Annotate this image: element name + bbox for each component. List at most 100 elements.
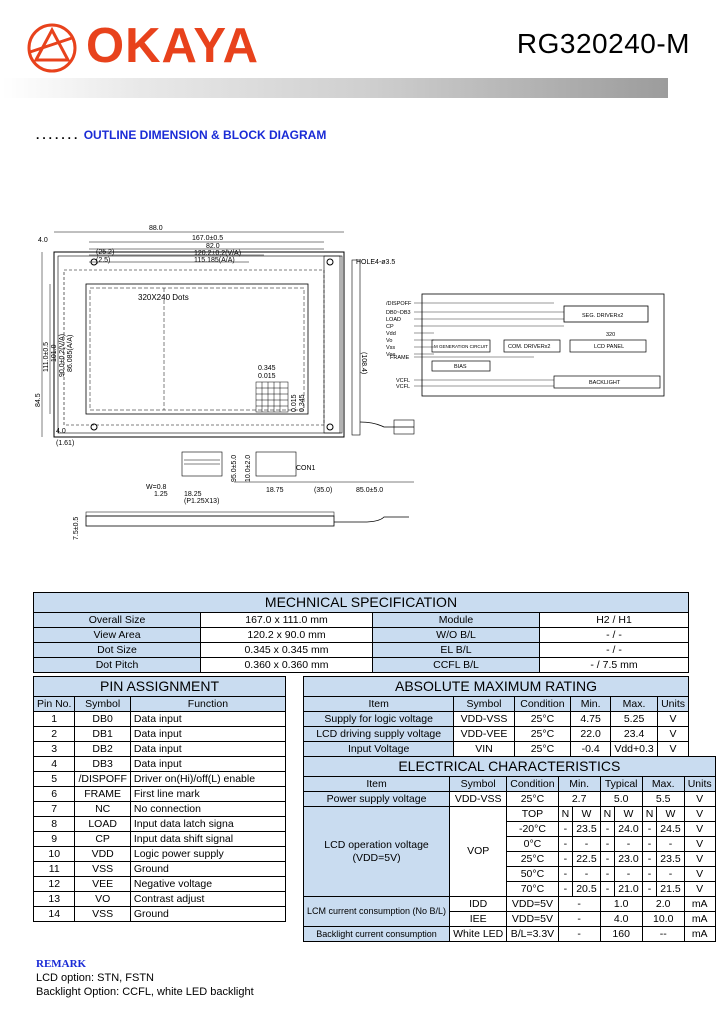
amr-cell: V <box>657 741 689 757</box>
remark-block: REMARK LCD option: STN, FSTN Backlight O… <box>36 957 254 999</box>
lcd-val: - <box>572 866 601 882</box>
dim-label: 115.185(A/A) <box>194 257 235 264</box>
amr-cell: 23.4 <box>610 726 659 742</box>
pin-symbol: VSS <box>74 861 131 877</box>
dim-label: 85.0±5.0 <box>356 487 383 494</box>
elec-cell: VDD-VSS <box>449 791 508 807</box>
pin-symbol: VEE <box>74 876 131 892</box>
amr-cell: 5.25 <box>610 711 659 727</box>
amr-header: Symbol <box>453 696 515 712</box>
pin-symbol: VSS <box>74 906 131 922</box>
amr-header: Max. <box>610 696 659 712</box>
lcd-val: 24.5 <box>656 821 685 837</box>
pin-number: 5 <box>32 771 76 787</box>
lcm-cell: VDD=5V <box>506 911 559 927</box>
lcm-cell: IEE <box>449 911 508 927</box>
elec-header: Max. <box>641 776 685 792</box>
lcd-panel-label: LCD PANEL <box>594 344 624 350</box>
dim-label: (P1.25X13) <box>184 498 219 505</box>
lcd-val: - <box>599 821 616 837</box>
lcd-unit: V <box>683 866 716 882</box>
dim-label: 4.0 <box>38 237 48 244</box>
page-header: OKAYA RG320240-M <box>0 0 720 100</box>
elec-cell: 25°C <box>506 791 559 807</box>
amr-header: Condition <box>513 696 572 712</box>
elec-header: Typical <box>599 776 643 792</box>
pin-number: 2 <box>32 726 76 742</box>
pin-symbol: /DISPOFF <box>74 771 131 787</box>
dim-label: 0.015 <box>258 373 276 380</box>
lcd-val: - <box>614 866 643 882</box>
pin-number: 1 <box>32 711 76 727</box>
dim-label: 120.2±0.2(V/A) <box>194 250 241 257</box>
pin-header: Pin No. <box>32 696 76 712</box>
elec-cell: B/L=3.3V <box>506 926 559 942</box>
dim-label: (108.4) <box>360 352 367 374</box>
mech-value: 0.360 x 0.360 mm <box>200 657 373 673</box>
pin-number: 11 <box>32 861 76 877</box>
brand-name: OKAYA <box>86 19 259 73</box>
pin-symbol: DB1 <box>74 726 131 742</box>
pin-function: First line mark <box>129 786 287 802</box>
amr-cell: 25°C <box>513 726 572 742</box>
pin-symbol: VO <box>74 891 131 907</box>
lcm-cell: 2.0 <box>641 896 685 912</box>
pin-function: Data input <box>129 711 287 727</box>
pin-number: 12 <box>32 876 76 892</box>
amr-cell: VIN <box>453 741 515 757</box>
amr-cell: -0.4 <box>570 741 612 757</box>
pin-number: 4 <box>32 756 76 772</box>
lcd-unit: V <box>683 851 716 867</box>
dim-label: 0.015 <box>291 394 298 412</box>
dim-label: 84.5 <box>35 393 42 407</box>
dim-label: 0.345 <box>258 365 276 372</box>
elec-header: Symbol <box>449 776 508 792</box>
amr-title: ABSOLUTE MAXIMUM RATING <box>303 676 689 697</box>
mech-label: W/O B/L <box>372 627 540 643</box>
block-input-label: CP <box>386 324 394 330</box>
pin-assignment-table: PIN ASSIGNMENT Pin No. Symbol Function 1… <box>32 676 287 922</box>
lcm-cell: 4.0 <box>599 911 643 927</box>
dim-label: (25.2) <box>96 249 114 256</box>
lcd-val: W <box>656 806 685 822</box>
lcm-cell: IDD <box>449 896 508 912</box>
pin-function: Ground <box>129 861 287 877</box>
lcd-val: - <box>557 836 574 852</box>
m-gen-label: M GENERATION CIRCUIT <box>434 344 488 349</box>
block-input-label: Vdd <box>386 331 396 337</box>
model-number: RG320240-M <box>516 28 690 59</box>
lcd-cond: 50°C <box>506 866 559 882</box>
lcd-val: W <box>572 806 601 822</box>
dim-label: 18.75 <box>266 487 284 494</box>
mech-value: 120.2 x 90.0 mm <box>200 627 373 643</box>
block-input-label: VCFL <box>396 384 410 390</box>
com-driver-label: COM. DRIVERx2 <box>508 344 550 350</box>
pin-function: Logic power supply <box>129 846 287 862</box>
lcd-val: - <box>641 866 658 882</box>
bias-label: BIAS <box>454 364 467 370</box>
dim-label: 10.0±2.0 <box>245 455 252 482</box>
remark-line: LCD option: STN, FSTN <box>36 972 154 984</box>
lcd-val: - <box>641 836 658 852</box>
lcd-unit: V <box>683 836 716 852</box>
mech-value: 0.345 x 0.345 mm <box>200 642 373 658</box>
pin-function: Driver on(Hi)/off(L) enable <box>129 771 287 787</box>
amr-item: Input Voltage <box>302 741 455 757</box>
amr-header: Min. <box>570 696 612 712</box>
dim-label: 18.25 <box>184 491 202 498</box>
pin-function: Data input <box>129 756 287 772</box>
abs-max-rating-table: ABSOLUTE MAXIMUM RATING Item Symbol Cond… <box>302 676 689 757</box>
lcd-val: - <box>641 821 658 837</box>
dim-label: 1.25 <box>154 491 168 498</box>
pin-symbol: DB0 <box>74 711 131 727</box>
amr-header: Item <box>302 696 455 712</box>
lcd-val: - <box>557 866 574 882</box>
